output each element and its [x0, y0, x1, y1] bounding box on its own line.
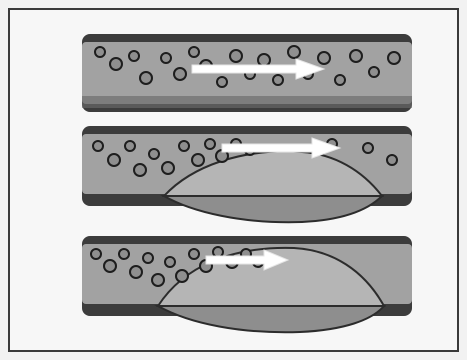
blood-cell-icon	[189, 249, 199, 259]
blood-cell-icon	[95, 47, 105, 57]
blood-cell-icon	[93, 141, 103, 151]
blood-cell-icon	[125, 141, 135, 151]
blood-cell-icon	[130, 266, 142, 278]
blood-cell-icon	[350, 50, 362, 62]
blood-cell-icon	[161, 53, 171, 63]
blood-cell-icon	[91, 249, 101, 259]
blood-cell-icon	[110, 58, 122, 70]
blood-cell-icon	[143, 253, 153, 263]
blood-cell-icon	[189, 47, 199, 57]
blood-cell-icon	[108, 154, 120, 166]
artery-panel-normal	[82, 34, 412, 132]
blood-cell-icon	[369, 67, 379, 77]
vessel-wall-shadow	[82, 96, 412, 108]
blood-cell-icon	[217, 77, 227, 87]
blood-cell-icon	[192, 154, 204, 166]
blood-cell-icon	[230, 50, 242, 62]
plaque-lower-bulge	[158, 306, 384, 332]
blood-cell-icon	[149, 149, 159, 159]
plaque-lower-bulge	[164, 196, 382, 222]
blood-cell-icon	[388, 52, 400, 64]
blood-cell-icon	[258, 54, 270, 66]
blood-cell-icon	[104, 260, 116, 272]
blood-cell-icon	[119, 249, 129, 259]
artery-panel-partial-block	[82, 126, 412, 224]
figure-frame	[8, 8, 459, 352]
blood-cell-icon	[273, 75, 283, 85]
blood-cell-icon	[165, 257, 175, 267]
blood-cell-icon	[140, 72, 152, 84]
blood-cell-icon	[335, 75, 345, 85]
blood-cell-icon	[129, 51, 139, 61]
blood-cell-icon	[152, 274, 164, 286]
blood-cell-icon	[176, 270, 188, 282]
blood-cell-icon	[174, 68, 186, 80]
blood-cell-icon	[387, 155, 397, 165]
blood-cell-icon	[134, 164, 146, 176]
artery-panel-severe-block	[82, 236, 412, 334]
blood-cell-icon	[318, 52, 330, 64]
blood-cell-icon	[288, 46, 300, 58]
blood-cell-icon	[162, 162, 174, 174]
blood-cell-icon	[363, 143, 373, 153]
blood-cell-icon	[179, 141, 189, 151]
blood-cell-icon	[205, 139, 215, 149]
